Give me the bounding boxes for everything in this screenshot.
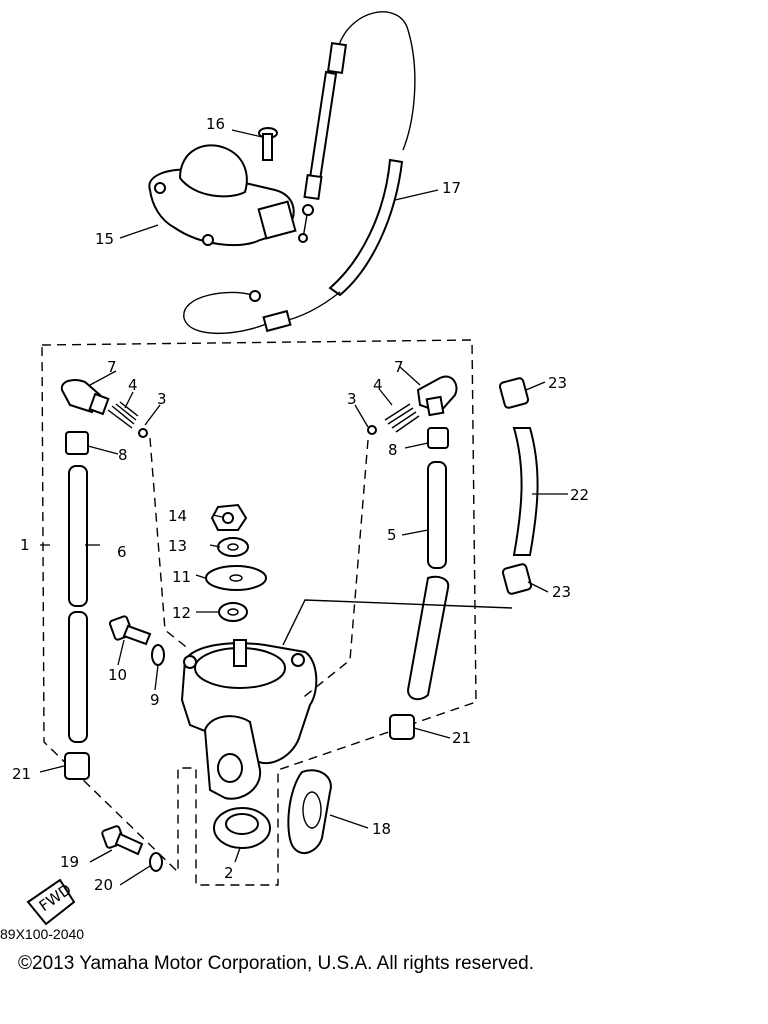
callout-18: 18 <box>372 820 391 838</box>
callout-12: 12 <box>172 604 191 622</box>
gasket <box>287 769 332 855</box>
callout-23-top: 23 <box>548 374 567 392</box>
callout-7-left: 7 <box>107 358 117 376</box>
oil-seal <box>213 807 271 849</box>
oil-pump-body <box>180 639 318 800</box>
callout-13: 13 <box>168 537 187 555</box>
callout-21-left: 21 <box>12 765 31 783</box>
oil-pump-cable <box>183 11 416 335</box>
mount-bolt-and-washer <box>101 825 163 872</box>
callout-15: 15 <box>95 230 114 248</box>
fwd-arrow-marker: FWD <box>26 878 76 926</box>
callout-8-right: 8 <box>388 441 398 459</box>
callout-3-left: 3 <box>157 390 167 408</box>
callout-14: 14 <box>168 507 187 525</box>
callout-17: 17 <box>442 179 461 197</box>
left-hose-group <box>60 379 148 780</box>
routing-line <box>149 437 191 651</box>
loose-hose-parts <box>498 377 539 595</box>
pump-cover <box>148 144 297 247</box>
callout-7-right: 7 <box>394 358 404 376</box>
callout-5: 5 <box>387 526 397 544</box>
callout-numbers: 1 2 3 3 4 4 5 6 7 7 8 8 9 10 11 12 13 14… <box>12 115 589 894</box>
figure-code: 89X100-2040 <box>0 926 85 942</box>
callout-20: 20 <box>94 876 113 894</box>
callout-6: 6 <box>117 543 127 561</box>
callout-19: 19 <box>60 853 79 871</box>
bolt-and-washer <box>108 615 165 666</box>
callout-21-right: 21 <box>452 729 471 747</box>
callout-leaders <box>39 129 568 886</box>
right-hose-group <box>367 375 458 740</box>
callout-1: 1 <box>20 536 30 554</box>
callout-9: 9 <box>150 691 160 709</box>
pulley-stack <box>205 503 267 622</box>
callout-10: 10 <box>108 666 127 684</box>
callout-23-bottom: 23 <box>552 583 571 601</box>
callout-11: 11 <box>172 568 191 586</box>
callout-8-left: 8 <box>118 446 128 464</box>
cover-screw <box>258 127 278 161</box>
routing-line <box>282 599 513 646</box>
copyright-notice: ©2013 Yamaha Motor Corporation, U.S.A. A… <box>18 953 534 974</box>
callout-22: 22 <box>570 486 589 504</box>
callout-16: 16 <box>206 115 225 133</box>
callout-3-right: 3 <box>347 390 357 408</box>
callout-4-right: 4 <box>373 376 383 394</box>
routing-line <box>299 439 369 701</box>
callout-2: 2 <box>224 864 234 882</box>
callout-4-left: 4 <box>128 376 138 394</box>
